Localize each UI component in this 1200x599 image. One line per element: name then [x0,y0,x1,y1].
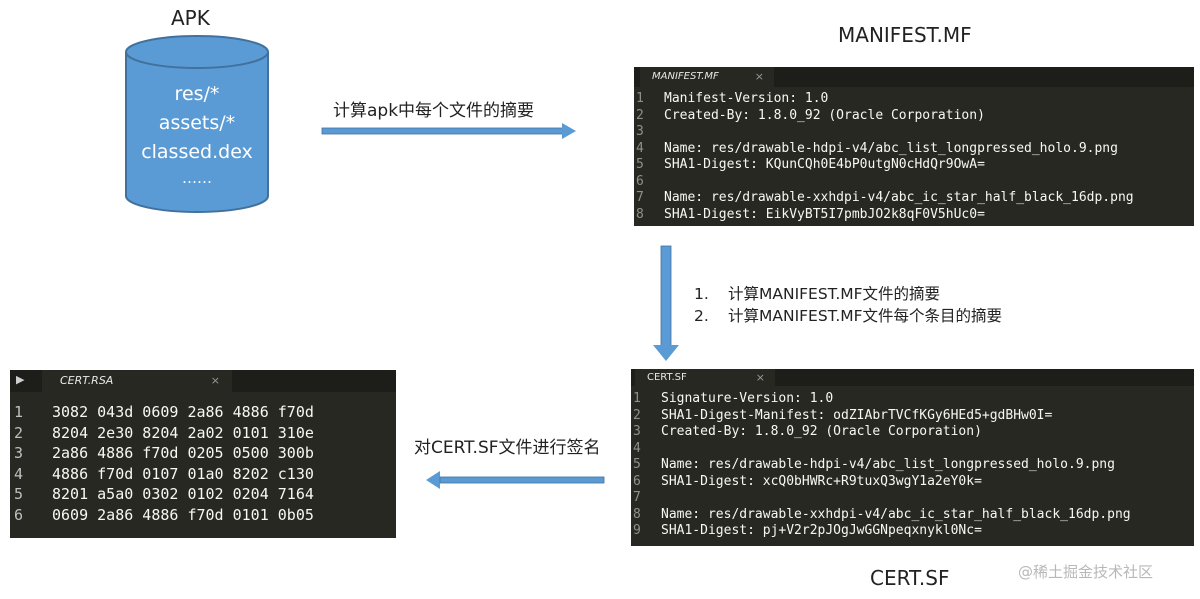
watermark: @稀土掘金技术社区 [1018,563,1154,581]
manifest-caption: MANIFEST.MF [838,23,972,47]
code-line: 4 [633,440,641,456]
code-line: 7 [633,490,641,505]
certrsa-tabbar: ▶ CERT.RSA × [10,370,396,392]
code-line: 6 [636,173,644,189]
play-icon[interactable]: ▶ [16,373,25,386]
manifest-tabbar: MANIFEST.MF × [634,67,1194,87]
apk-item: …… [182,169,212,187]
apk-item: res/* [174,83,220,105]
close-icon[interactable]: × [754,70,764,83]
arrow-left-icon [426,471,605,489]
tab-certrsa-label: CERT.RSA [60,374,114,387]
close-icon[interactable]: × [210,374,220,387]
apk-cylinder-icon [125,35,269,213]
apk-contents: res/* assets/* classed.dex …… [124,80,270,189]
apk-item: assets/* [158,112,236,134]
arrow-right-icon [321,123,576,139]
tab-manifest[interactable]: MANIFEST.MF × [640,67,774,87]
code-line: 3 [636,124,644,139]
tab-certsf-label: CERT.SF [647,372,687,383]
tab-certrsa[interactable]: CERT.RSA × [42,370,232,392]
close-icon[interactable]: × [755,371,765,384]
certsf-tabbar: CERT.SF × [631,369,1194,386]
certsf-caption: CERT.SF [870,566,950,590]
tab-certsf[interactable]: CERT.SF × [635,369,775,386]
arrow3-label: 对CERT.SF文件进行签名 [414,438,601,458]
arrow1-label: 计算apk中每个文件的摘要 [333,101,535,121]
apk-item: classed.dex [141,141,253,163]
step-item: 2.计算MANIFEST.MF文件每个条目的摘要 [694,307,1003,325]
tab-manifest-label: MANIFEST.MF [652,71,719,82]
arrow-down-icon [653,245,679,361]
apk-title: APK [171,6,210,30]
step-item: 1.计算MANIFEST.MF文件的摘要 [694,285,941,303]
steps-list: 1.计算MANIFEST.MF文件的摘要 2.计算MANIFEST.MF文件每个… [694,283,1002,327]
